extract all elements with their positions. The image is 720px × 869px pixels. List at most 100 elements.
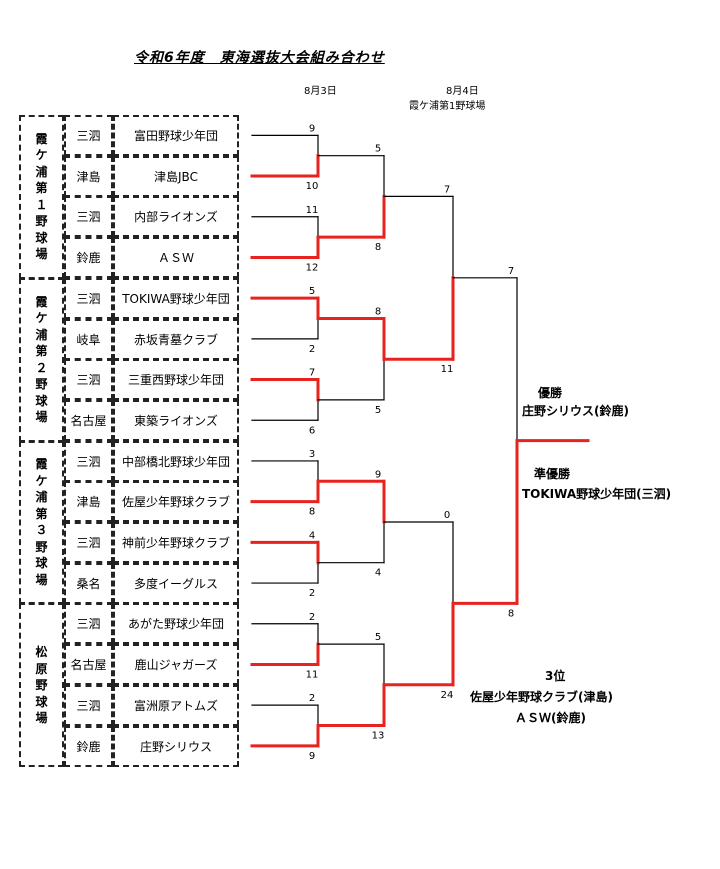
venue-char: 松 (35, 645, 48, 660)
runnerup-team: TOKIWA野球少年団(三泗) (522, 487, 672, 501)
team-name: 多度イーグルス (113, 562, 239, 604)
team-prefecture: 三泗 (64, 115, 113, 156)
venue-char: 浦 (35, 490, 48, 505)
team-prefecture: 津島 (64, 481, 113, 523)
date-day2: 8月4日 (446, 86, 479, 97)
score-label: 12 (306, 262, 319, 273)
runnerup-label: 準優勝 (534, 467, 571, 481)
team-prefecture: 三泗 (64, 440, 113, 482)
score-label: 8 (309, 507, 315, 518)
venue-char: 野 (35, 539, 48, 554)
venue-char: 霞 (35, 294, 48, 309)
team-prefecture: 三泗 (64, 196, 113, 238)
team-prefecture: 鈴鹿 (64, 725, 113, 767)
score-label: 10 (306, 181, 319, 192)
date-day1: 8月3日 (304, 86, 337, 97)
team-prefecture: 津島 (64, 155, 113, 197)
score-label: 9 (309, 751, 315, 762)
score-label: 8 (508, 608, 514, 619)
score-label: 2 (309, 588, 315, 599)
venue-char: ２ (35, 360, 48, 375)
venue-char: 球 (35, 230, 48, 245)
team-prefecture: 名古屋 (64, 399, 113, 441)
venue-char: 第 (35, 506, 48, 521)
venue-char: 浦 (35, 327, 48, 342)
venue-char: 霞 (35, 457, 48, 472)
score-label: 13 (372, 731, 385, 742)
score-label: 11 (441, 364, 454, 375)
venue-char: ケ (35, 311, 48, 326)
score-label: 8 (375, 242, 381, 253)
third-place-label: 3位 (545, 669, 566, 683)
team-prefecture: 桑名 (64, 562, 113, 604)
score-label: 2 (309, 344, 315, 355)
team-name: 中部橋北野球少年団 (113, 440, 239, 482)
team-name: 佐屋少年野球クラブ (113, 481, 239, 523)
venue-char: 球 (35, 393, 48, 408)
venue-char: ケ (35, 148, 48, 163)
score-label: 6 (309, 425, 315, 436)
team-prefecture: 三泗 (64, 277, 113, 319)
team-name: 庄野シリウス (113, 725, 239, 767)
score-label: 7 (508, 266, 514, 277)
venue-char: 場 (35, 410, 48, 425)
score-label: 3 (309, 449, 315, 460)
venue-block: 松原野球場 (19, 603, 64, 768)
venue-char: 浦 (35, 164, 48, 179)
team-name: 神前少年野球クラブ (113, 522, 239, 563)
venue-char: 野 (35, 678, 48, 693)
score-label: 5 (375, 632, 381, 643)
score-label: 5 (375, 405, 381, 416)
venue-char: 球 (35, 556, 48, 571)
team-name: 富洲原アトムズ (113, 684, 239, 726)
team-name: 内部ライオンズ (113, 196, 239, 238)
score-label: 7 (444, 184, 450, 195)
team-name: 赤坂青墓クラブ (113, 318, 239, 360)
venue-char: 場 (35, 247, 48, 262)
score-label: 11 (306, 205, 319, 216)
champion-label: 優勝 (538, 386, 563, 400)
venue-char: ３ (35, 523, 48, 538)
score-label: 24 (441, 690, 454, 701)
team-name: 東築ライオンズ (113, 399, 239, 441)
team-prefecture: 名古屋 (64, 644, 113, 686)
team-prefecture: 三泗 (64, 359, 113, 401)
score-label: 11 (306, 669, 319, 680)
score-label: 4 (375, 568, 381, 579)
venue-char: 霞 (35, 131, 48, 146)
score-label: 2 (309, 612, 315, 623)
team-name: あがた野球少年団 (113, 603, 239, 645)
team-prefecture: 三泗 (64, 603, 113, 645)
team-prefecture: 三泗 (64, 684, 113, 726)
score-label: 2 (309, 693, 315, 704)
score-label: 5 (309, 286, 315, 297)
venue-char: 第 (35, 344, 48, 359)
date-day2-venue: 霞ケ浦第1野球場 (409, 101, 486, 112)
team-prefecture: 三泗 (64, 522, 113, 563)
score-label: 9 (309, 123, 315, 134)
venue-char: 原 (35, 661, 48, 676)
venue-char: 場 (35, 711, 48, 726)
page-title: 令和6年度 東海選抜大会組み合わせ (134, 50, 385, 66)
score-label: 0 (444, 510, 450, 521)
venue-char: ケ (35, 473, 48, 488)
team-name: 津島JBC (113, 155, 239, 197)
team-name: 三重西野球少年団 (113, 359, 239, 401)
venue-char: 場 (35, 572, 48, 587)
team-prefecture: 岐阜 (64, 318, 113, 360)
score-label: 5 (375, 144, 381, 155)
team-name: 鹿山ジャガーズ (113, 644, 239, 686)
venue-char: 野 (35, 214, 48, 229)
third-place-team-1: 佐屋少年野球クラブ(津島) (470, 690, 613, 704)
score-label: 4 (309, 530, 315, 541)
team-name: ＡＳＷ (113, 237, 239, 279)
team-name: TOKIWA野球少年団 (113, 277, 239, 319)
venue-char: 球 (35, 694, 48, 709)
venue-char: １ (35, 197, 48, 212)
venue-char: 野 (35, 377, 48, 392)
score-label: 9 (375, 469, 381, 480)
team-prefecture: 鈴鹿 (64, 237, 113, 279)
score-label: 7 (309, 368, 315, 379)
